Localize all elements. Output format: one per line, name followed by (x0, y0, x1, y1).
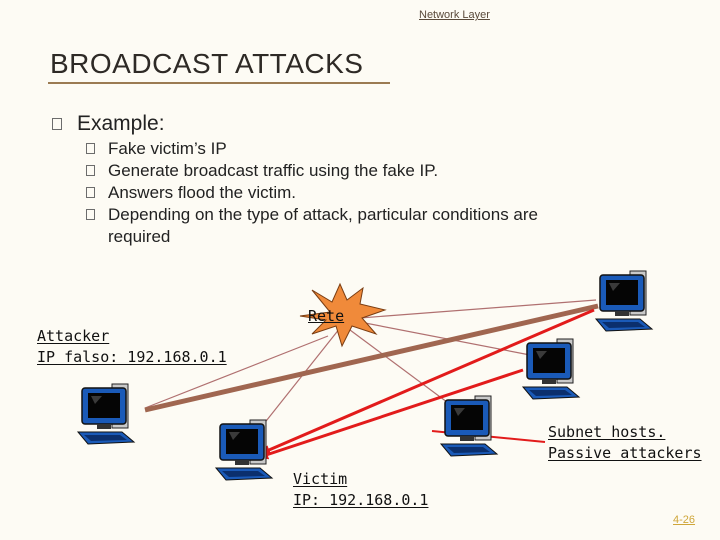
computer-icon (215, 419, 273, 481)
page-number-link[interactable]: 4-26 (673, 514, 696, 526)
computer-icon (77, 383, 135, 445)
subnet-label-line1: Subnet hosts. (548, 423, 666, 441)
computer-icon (440, 395, 498, 457)
attacker-label-line1: Attacker (37, 327, 110, 345)
victim-label-line1: Victim (293, 470, 348, 488)
list-item: Depending on the type of attack, particu… (86, 204, 588, 248)
victim-label: Victim IP: 192.168.0.1 (293, 469, 428, 511)
bullet-box-icon (86, 209, 95, 220)
bullet-text: Depending on the type of attack, particu… (108, 205, 538, 246)
title-underline (48, 82, 390, 84)
sub-bullet-list: Fake victim’s IP Generate broadcast traf… (86, 138, 588, 248)
bullet-box-icon (86, 143, 95, 154)
flood-arrow-2 (258, 368, 524, 460)
list-item: Answers flood the victim. (86, 182, 588, 204)
link-rete-victim (254, 327, 341, 436)
subnet-label-line2: Passive attackers (548, 444, 702, 462)
attacker-label: Attacker IP falso: 192.168.0.1 (37, 326, 227, 368)
computer-icon (522, 338, 580, 400)
link-rete-host1 (359, 299, 597, 319)
bullet-text: Fake victim’s IP (108, 139, 227, 158)
network-burst-icon (299, 282, 387, 348)
list-item: Generate broadcast traffic using the fak… (86, 160, 588, 182)
attacker-label-line2: IP falso: 192.168.0.1 (37, 348, 227, 366)
bullet-text: Answers flood the victim. (108, 183, 297, 202)
bullet-text: Generate broadcast traffic using the fak… (108, 161, 439, 180)
bullet-box-icon (86, 187, 95, 198)
list-item: Fake victim’s IP (86, 138, 588, 160)
slide-title: BROADCAST ATTACKS (50, 48, 364, 79)
link-attacker-rete (144, 335, 329, 409)
network-label: Rete (308, 307, 345, 325)
bullet-box-icon (86, 165, 95, 176)
flood-arrow-1 (260, 308, 595, 455)
subnet-label: Subnet hosts. Passive attackers (548, 422, 702, 464)
victim-label-line2: IP: 192.168.0.1 (293, 491, 429, 509)
computer-icon (595, 270, 653, 332)
link-rete-host3 (349, 329, 456, 409)
attack-broadcast-line (144, 303, 599, 413)
bullet-level1-text: Example: (77, 112, 165, 135)
bullet-box-icon (52, 118, 62, 130)
header-link[interactable]: Network Layer (419, 9, 490, 21)
